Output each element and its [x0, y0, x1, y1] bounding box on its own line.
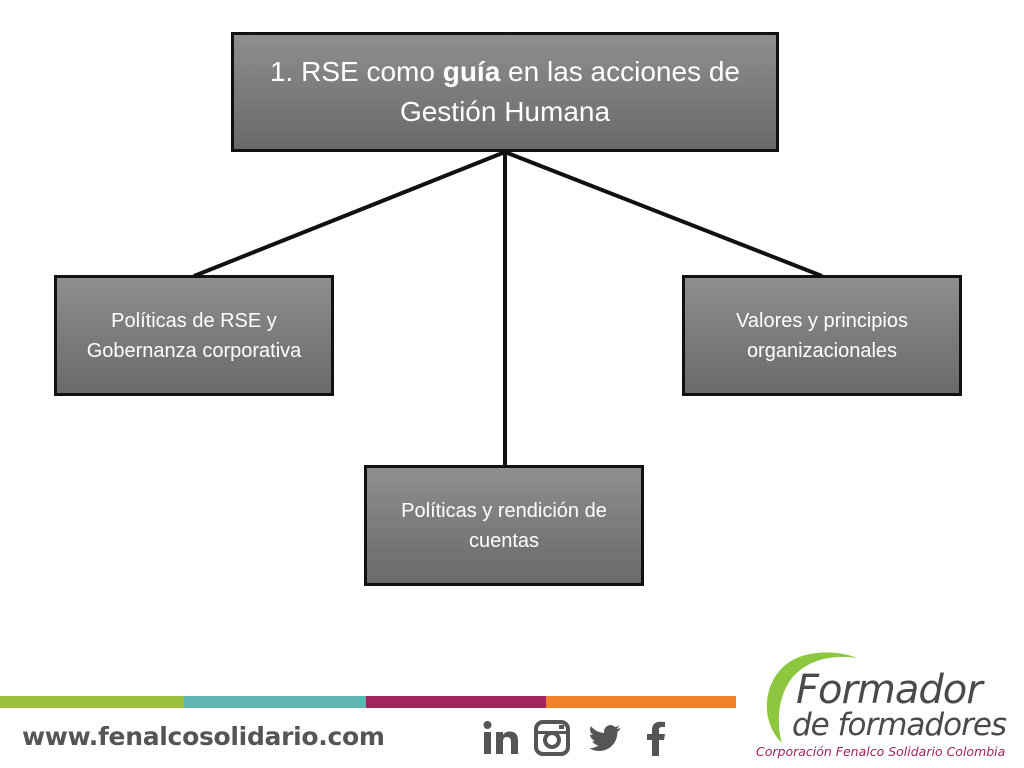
- logo-arc-icon: [766, 652, 857, 743]
- root-title-line2: Gestión Humana: [399, 96, 611, 127]
- child-node-label: Políticas y rendición de cuentas: [401, 499, 607, 552]
- formador-logo: Formador de formadores Corporación Fenal…: [752, 648, 1014, 763]
- root-node: 1. RSE como guía en las acciones de Gest…: [231, 32, 779, 152]
- child-node-rse-policies: Políticas de RSE y Gobernanza corporativ…: [54, 275, 334, 396]
- footer-bar-green: [0, 696, 184, 708]
- root-title-line1: 1. RSE como guía en las acciones de: [270, 52, 740, 92]
- logo-tagline: Corporación Fenalco Solidario Colombia: [756, 744, 1006, 759]
- linkedin-icon[interactable]: [482, 720, 522, 756]
- child-node-values: Valores y principios organizacionales: [682, 275, 962, 396]
- footer-bar-orange: [546, 696, 736, 708]
- root-title-emphasis: guía: [442, 56, 501, 87]
- footer-bar-teal: [184, 696, 366, 708]
- website-url[interactable]: www.fenalcosolidario.com: [22, 722, 385, 751]
- logo-title: Formador: [796, 667, 983, 713]
- facebook-icon[interactable]: [640, 720, 670, 756]
- child-node-label: Valores y principios organizacionales: [736, 309, 908, 362]
- twitter-icon[interactable]: [586, 720, 622, 756]
- connector-left: [193, 150, 506, 278]
- logo-subtitle: de formadores: [792, 707, 1007, 743]
- root-title-prefix: 1. RSE como: [269, 56, 443, 87]
- child-node-accountability: Políticas y rendición de cuentas: [364, 465, 644, 586]
- connector-right: [504, 150, 823, 278]
- root-title-suffix: en las acciones de: [500, 56, 740, 87]
- footer-bar-purple: [366, 696, 546, 708]
- child-node-label: Políticas de RSE y Gobernanza corporativ…: [86, 309, 302, 362]
- instagram-icon[interactable]: [534, 720, 570, 756]
